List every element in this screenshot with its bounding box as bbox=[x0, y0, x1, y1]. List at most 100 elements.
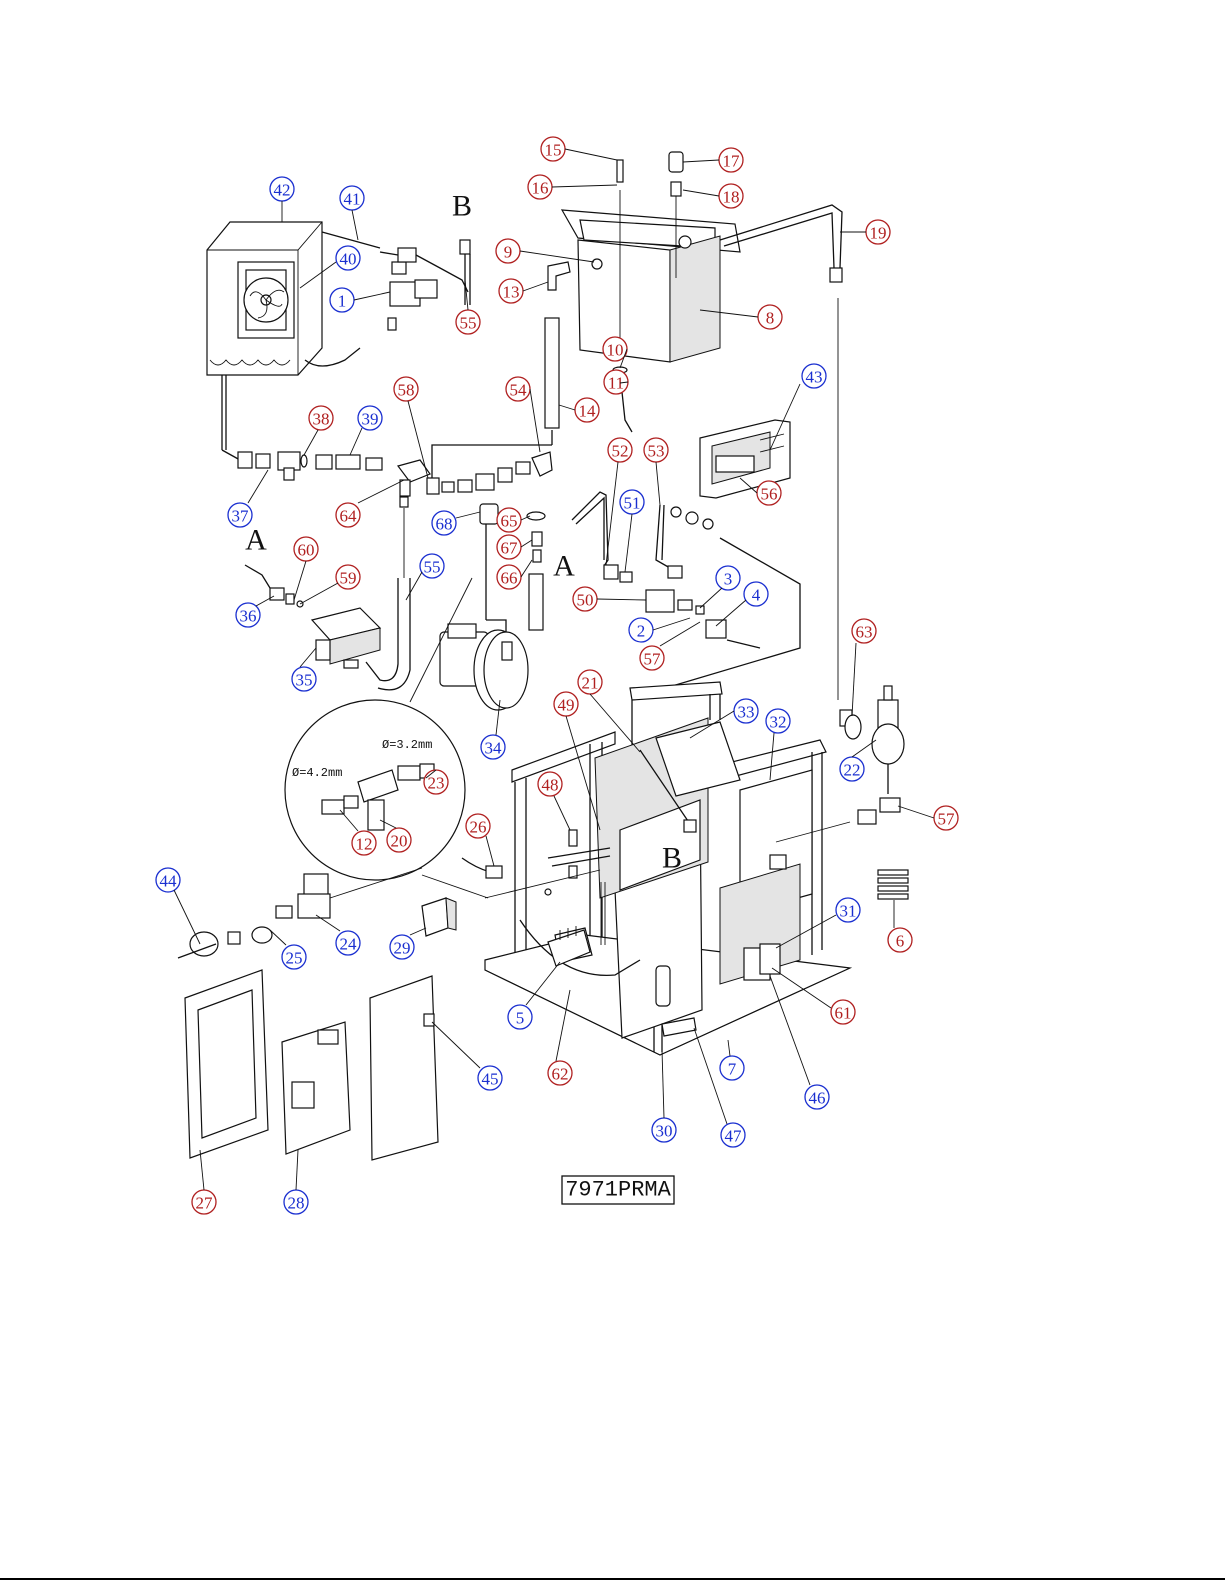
callout-53: 53 bbox=[644, 438, 668, 462]
callout-50: 50 bbox=[573, 587, 597, 611]
callout-number: 42 bbox=[274, 181, 291, 200]
callout-3: 3 bbox=[716, 566, 740, 590]
callout-9: 9 bbox=[496, 239, 520, 263]
callout-63: 63 bbox=[852, 619, 876, 643]
callout-64: 64 bbox=[336, 503, 360, 527]
connection-letter-a: A bbox=[553, 550, 575, 583]
drawing-code: 7971PRMA bbox=[565, 1178, 671, 1203]
callout-35: 35 bbox=[292, 667, 316, 691]
callout-number: 66 bbox=[501, 569, 518, 588]
callout-48: 48 bbox=[538, 772, 562, 796]
leader-line bbox=[530, 389, 540, 452]
page-bottom-rule bbox=[0, 1578, 1225, 1580]
callout-number: 12 bbox=[356, 835, 373, 854]
callout-number: 54 bbox=[510, 381, 528, 400]
callout-19: 19 bbox=[866, 220, 890, 244]
callout-56: 56 bbox=[757, 481, 781, 505]
callout-number: 4 bbox=[752, 586, 761, 605]
callout-number: 37 bbox=[232, 507, 250, 526]
leader-line bbox=[300, 648, 316, 667]
callout-number: 43 bbox=[806, 368, 823, 387]
callout-number: 45 bbox=[482, 1070, 499, 1089]
callout-number: 59 bbox=[340, 569, 357, 588]
callout-number: 35 bbox=[296, 671, 313, 690]
callout-66: 66 bbox=[497, 565, 521, 589]
leader-line bbox=[728, 1040, 730, 1056]
callout-number: 44 bbox=[160, 872, 178, 891]
leader-line bbox=[270, 930, 286, 945]
leader-line bbox=[694, 1028, 727, 1124]
callout-46: 46 bbox=[805, 1085, 829, 1109]
callout-44: 44 bbox=[156, 868, 180, 892]
callout-number: 52 bbox=[612, 442, 629, 461]
callout-number: 10 bbox=[607, 341, 624, 360]
leader-line bbox=[358, 480, 404, 503]
callout-number: 47 bbox=[725, 1127, 743, 1146]
leader-line bbox=[300, 583, 338, 604]
leader-line bbox=[716, 600, 746, 626]
callout-38: 38 bbox=[309, 406, 333, 430]
callout-45: 45 bbox=[478, 1066, 502, 1090]
callout-number: 65 bbox=[501, 512, 518, 531]
callout-number: 20 bbox=[391, 832, 408, 851]
callout-number: 2 bbox=[637, 622, 646, 641]
leader-line bbox=[898, 806, 934, 818]
callout-13: 13 bbox=[499, 279, 523, 303]
callout-number: 26 bbox=[470, 818, 487, 837]
pump-assembly bbox=[440, 624, 528, 710]
callout-29: 29 bbox=[390, 935, 414, 959]
callout-58: 58 bbox=[394, 377, 418, 401]
callout-number: 14 bbox=[579, 402, 597, 421]
callout-number: 55 bbox=[424, 558, 441, 577]
callout-18: 18 bbox=[719, 184, 743, 208]
leader-line bbox=[521, 540, 532, 547]
callout-57: 57 bbox=[640, 646, 664, 670]
callout-number: 18 bbox=[723, 188, 740, 207]
callout-number: 6 bbox=[896, 932, 905, 951]
callout-10: 10 bbox=[603, 337, 627, 361]
callout-4: 4 bbox=[744, 582, 768, 606]
callout-number: 31 bbox=[840, 902, 857, 921]
electrical-panels bbox=[185, 970, 438, 1160]
leader-line bbox=[296, 1150, 298, 1190]
callout-number: 60 bbox=[298, 541, 315, 560]
callout-number: 32 bbox=[770, 713, 787, 732]
leader-line bbox=[700, 588, 722, 608]
callout-51: 51 bbox=[620, 490, 644, 514]
callout-6: 6 bbox=[888, 928, 912, 952]
dimension-label: Ø=4.2mm bbox=[292, 766, 342, 780]
leader-line bbox=[350, 428, 362, 455]
callout-number: 25 bbox=[286, 949, 303, 968]
callout-27: 27 bbox=[192, 1190, 216, 1214]
callout-number: 41 bbox=[344, 190, 361, 209]
drawing-code-box: 7971PRMA bbox=[562, 1176, 674, 1204]
leader-line bbox=[597, 599, 646, 600]
callout-28: 28 bbox=[284, 1190, 308, 1214]
callout-number: 56 bbox=[761, 485, 778, 504]
leader-line bbox=[653, 618, 690, 630]
callout-41: 41 bbox=[340, 186, 364, 210]
callout-30: 30 bbox=[652, 1118, 676, 1142]
callout-34: 34 bbox=[481, 735, 505, 759]
callout-55: 55 bbox=[456, 310, 480, 334]
callout-52: 52 bbox=[608, 438, 632, 462]
callout-49: 49 bbox=[554, 692, 578, 716]
callout-number: 64 bbox=[340, 507, 358, 526]
callout-number: 68 bbox=[436, 515, 453, 534]
callout-number: 9 bbox=[504, 243, 513, 262]
callout-number: 46 bbox=[809, 1089, 826, 1108]
callout-2: 2 bbox=[629, 618, 653, 642]
callout-60: 60 bbox=[294, 537, 318, 561]
callout-25: 25 bbox=[282, 945, 306, 969]
callout-67: 67 bbox=[497, 535, 521, 559]
leader-line bbox=[406, 572, 422, 600]
leader-line bbox=[554, 796, 570, 830]
callout-1: 1 bbox=[330, 288, 354, 312]
callout-number: 22 bbox=[844, 761, 861, 780]
leader-line bbox=[625, 514, 632, 572]
leader-line bbox=[566, 716, 600, 830]
callout-47: 47 bbox=[721, 1123, 745, 1147]
callout-number: 30 bbox=[656, 1122, 673, 1141]
callout-number: 50 bbox=[577, 591, 594, 610]
leader-line bbox=[294, 561, 306, 600]
